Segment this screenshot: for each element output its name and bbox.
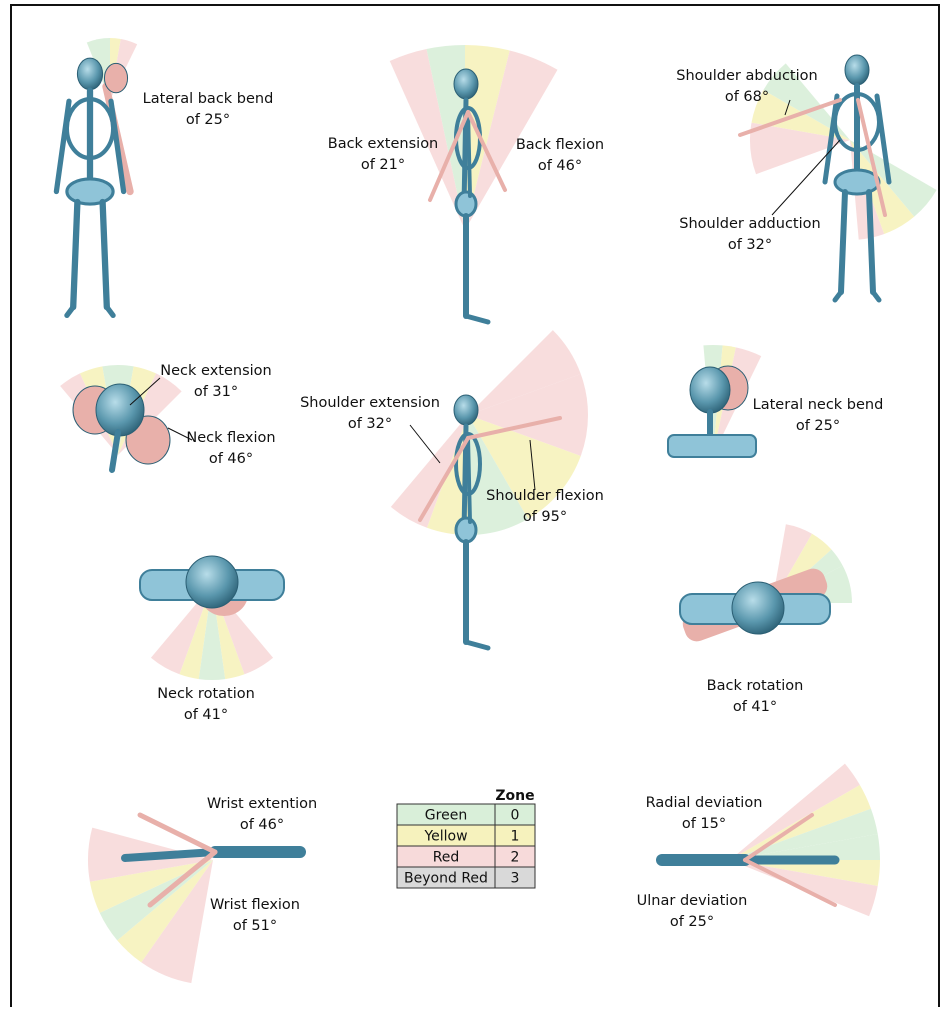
lateral-neck-bend-label-line-2: of 25° (796, 418, 840, 434)
shoulder-flexion-label-line-2: of 95° (523, 509, 567, 525)
skeleton-lateral-back-bend-skull (77, 58, 102, 90)
neck-extension-label-line-2: of 31° (194, 384, 238, 400)
skeleton-back-flexion-foot (466, 316, 488, 322)
back-flexion-label-line-2: of 46° (538, 158, 582, 174)
shoulder-extension-label-line-2: of 32° (348, 416, 392, 432)
zone-row-3-name: Red (433, 850, 460, 866)
wrist-extension-label-line-1: Wrist extention (207, 796, 317, 812)
skeleton-shoulder-flexion-skull (454, 395, 478, 425)
skeleton-shoulder-left-leg (841, 192, 845, 292)
shoulder-extension-leader (410, 425, 440, 463)
back-rotation-label-line-1: Back rotation (707, 678, 804, 694)
shoulder-adduction-label-line-2: of 32° (728, 237, 772, 253)
neck-rotation-label-line-2: of 41° (184, 707, 228, 723)
radial-deviation-label-line-2: of 15° (682, 816, 726, 832)
skeleton-shoulder-right-leg (869, 192, 873, 292)
zone-row-1-name: Green (425, 808, 467, 824)
shoulder-abduction-label-line-1: Shoulder abduction (676, 68, 817, 84)
radial-deviation-label-line-1: Radial deviation (646, 795, 763, 811)
skeleton-lateral-back-bend-ghost-skull (104, 63, 127, 92)
back-rotation-skull (732, 582, 784, 634)
skeleton-shoulder-left-foot (835, 292, 841, 300)
back-rotation-label: Back rotation of 41° (707, 678, 804, 715)
back-extension-label: Back extension of 21° (328, 136, 439, 173)
neck-flexion-label-line-2: of 46° (209, 451, 253, 467)
skeleton-shoulder-pelvis (835, 170, 879, 194)
shoulder-extension-label: Shoulder extension of 32° (300, 395, 440, 432)
wrist-flexion-label-line-2: of 51° (233, 918, 277, 934)
back-extension-label-line-2: of 21° (361, 157, 405, 173)
skeleton-back-flexion-pelvis (456, 192, 476, 216)
skeleton-lateral-back-bend-left-arm (56, 101, 69, 191)
wrist-extension-label: Wrist extention of 46° (207, 796, 317, 833)
skeleton-lateral-back-bend-right-leg (103, 202, 107, 307)
shoulder-extension-label-line-1: Shoulder extension (300, 395, 440, 411)
skeleton-lateral-back-bend-right-foot (107, 307, 113, 315)
lateral-back-bend-label-line-2: of 25° (186, 112, 230, 128)
back-rotation-label-line-2: of 41° (733, 699, 777, 715)
lateral-back-bend-label-line-1: Lateral back bend (143, 91, 274, 107)
shoulder-adduction-label: Shoulder adduction of 32° (679, 216, 820, 253)
back-flexion-label-line-1: Back flexion (516, 137, 604, 153)
lateral-back-bend-label: Lateral back bend of 25° (143, 91, 274, 128)
lateral-neck-skull (690, 367, 730, 413)
back-flexion-label: Back flexion of 46° (516, 137, 604, 174)
zone-row-2-value: 1 (511, 829, 520, 845)
skeleton-shoulder-skull (845, 55, 869, 85)
skeleton-shoulder-flexion-pelvis (456, 518, 476, 542)
skeleton-lateral-back-bend-left-leg (73, 202, 77, 307)
zone-row-3-value: 2 (511, 850, 520, 866)
neck-rotation-label-line-1: Neck rotation (157, 686, 255, 702)
wrist-flexion-label: Wrist flexion of 51° (210, 897, 300, 934)
neck-flexion-label: Neck flexion of 46° (186, 430, 275, 467)
zone-row-2-name: Yellow (423, 829, 467, 845)
zone-row-1-value: 0 (511, 808, 520, 824)
shoulder-abduction-label-line-2: of 68° (725, 89, 769, 105)
ulnar-deviation-label-line-1: Ulnar deviation (637, 893, 748, 909)
wrist-extension-label-line-2: of 46° (240, 817, 284, 833)
ulnar-deviation-label: Ulnar deviation of 25° (637, 893, 748, 930)
shoulder-adduction-label-line-1: Shoulder adduction (679, 216, 820, 232)
radial-deviation-label: Radial deviation of 15° (646, 795, 763, 832)
neck-extension-label-line-1: Neck extension (160, 363, 271, 379)
shoulder-flexion-label-line-1: Shoulder flexion (486, 488, 604, 504)
neck-flexion-label-line-1: Neck flexion (186, 430, 275, 446)
skeleton-shoulder-flexion-foot (466, 642, 488, 648)
zone-row-4-name: Beyond Red (404, 871, 488, 887)
lateral-neck-shoulders (668, 435, 756, 457)
skeleton-shoulder-right-foot (873, 292, 879, 300)
skeleton-back-flexion-arm (468, 112, 470, 196)
neck-skull (96, 384, 144, 436)
lateral-neck-bend-label: Lateral neck bend of 25° (753, 397, 884, 434)
back-extension-label-line-1: Back extension (328, 136, 439, 152)
ulnar-deviation-label-line-2: of 25° (670, 914, 714, 930)
neck-rotation-skull (186, 556, 238, 608)
skeleton-lateral-back-bend-pelvis (67, 179, 113, 204)
skeleton-shoulder-flexion-arm (468, 438, 470, 522)
neck-rotation-label: Neck rotation of 41° (157, 686, 255, 723)
zone-table-header: Zone (495, 788, 534, 804)
skeleton-back-flexion-skull (454, 69, 478, 99)
zone-row-4-value: 3 (511, 871, 520, 887)
skeleton-lateral-back-bend-left-foot (67, 307, 73, 315)
lateral-neck-bend-label-line-1: Lateral neck bend (753, 397, 884, 413)
wrist-flexion-label-line-1: Wrist flexion (210, 897, 300, 913)
